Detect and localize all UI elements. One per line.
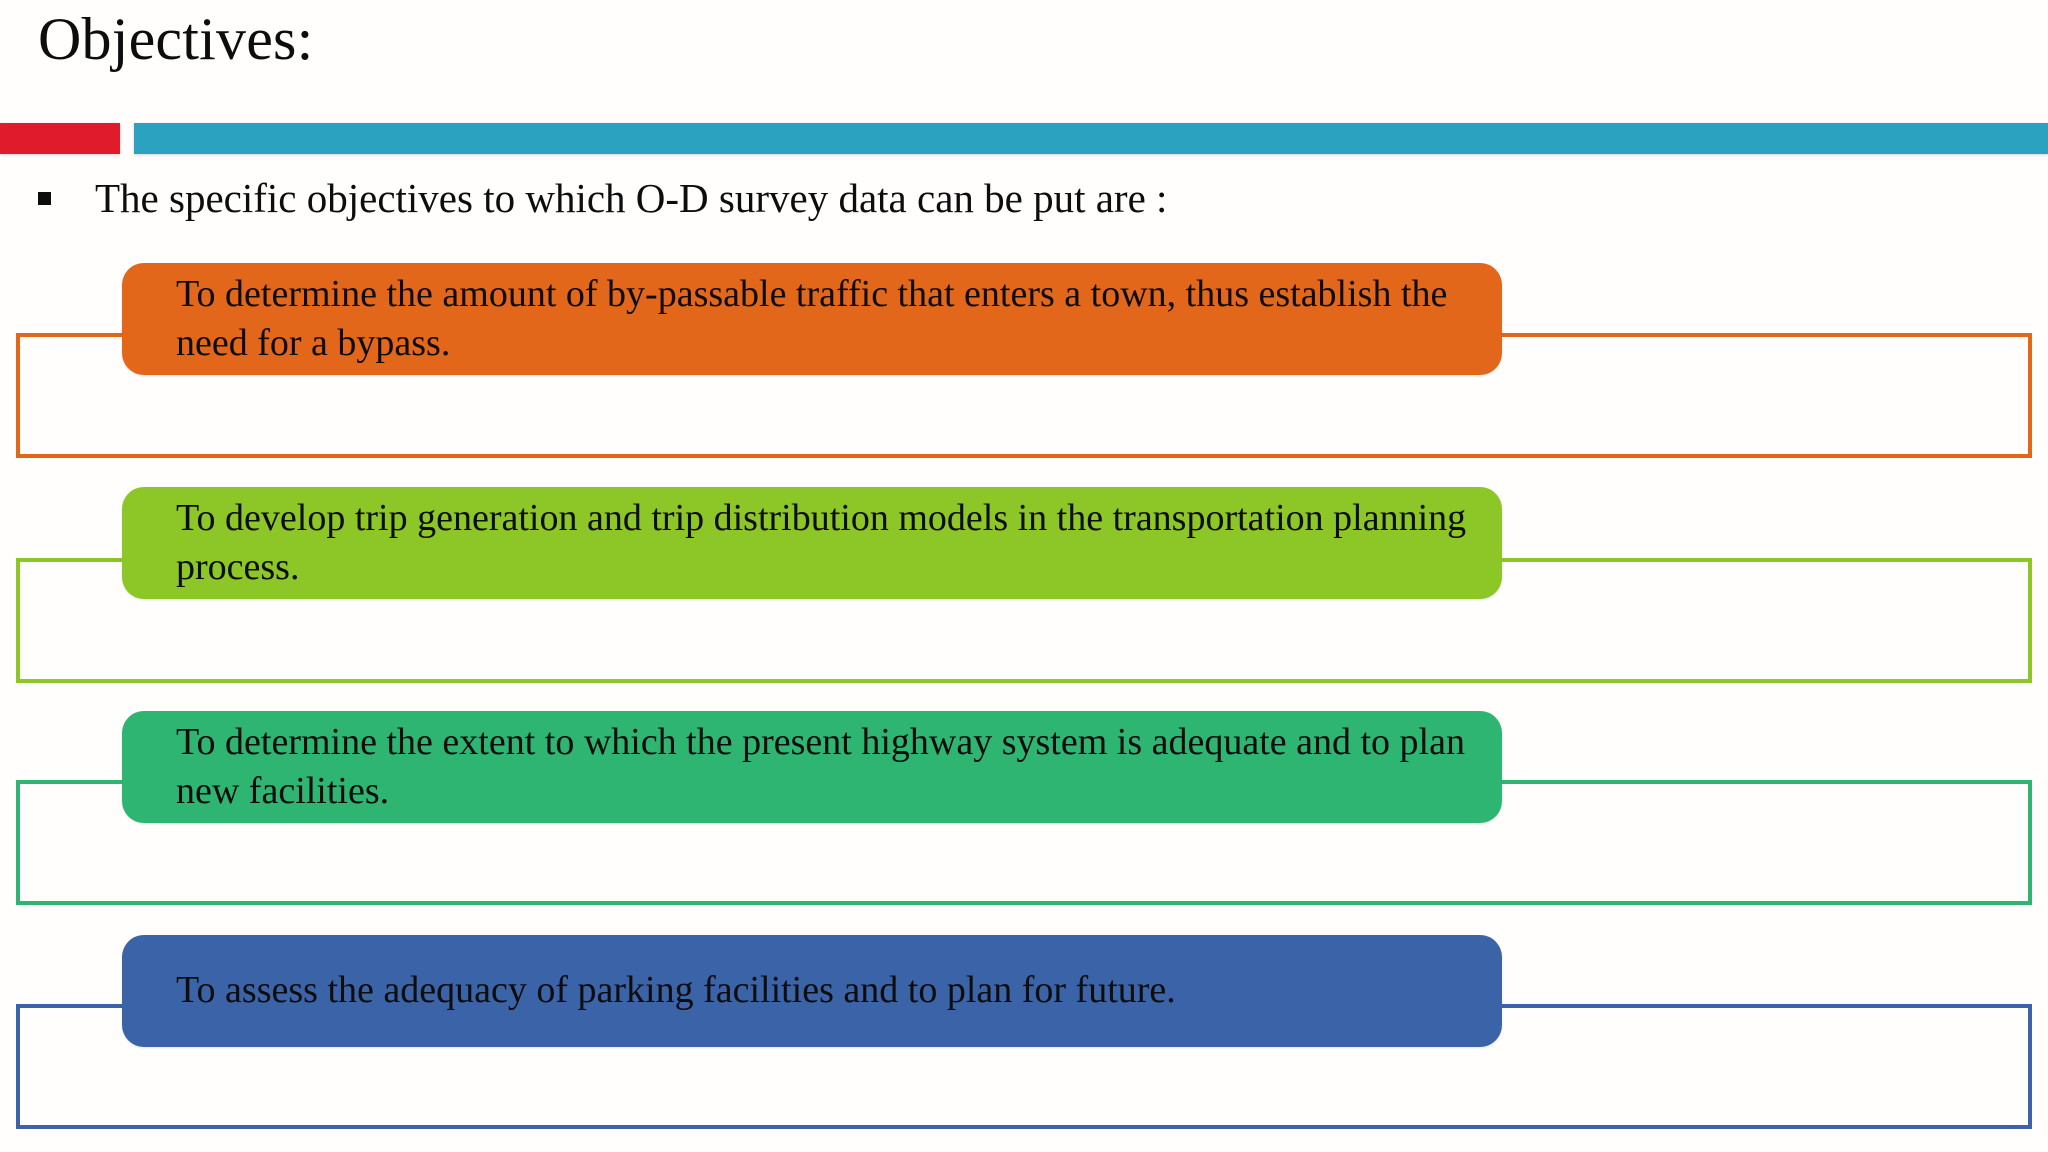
square-bullet-icon [38,192,51,205]
bullet-line: The specific objectives to which O-D sur… [38,175,1168,221]
objective-text-3: To determine the extent to which the pre… [176,720,1465,812]
objective-text-1: To determine the amount of by-passable t… [176,272,1448,364]
objective-chip-1[interactable]: To determine the amount of by-passable t… [122,263,1502,375]
bullet-text: The specific objectives to which O-D sur… [95,175,1168,221]
accent-bar-left [0,123,120,154]
objective-chip-2[interactable]: To develop trip generation and trip dist… [122,487,1502,599]
objective-text-2: To develop trip generation and trip dist… [176,496,1467,588]
accent-bar-right [134,123,2048,154]
objective-chip-4[interactable]: To assess the adequacy of parking facili… [122,935,1502,1047]
objective-text-4: To assess the adequacy of parking facili… [176,969,1176,1012]
objective-chip-3[interactable]: To determine the extent to which the pre… [122,711,1502,823]
page-title: Objectives: [38,6,314,72]
